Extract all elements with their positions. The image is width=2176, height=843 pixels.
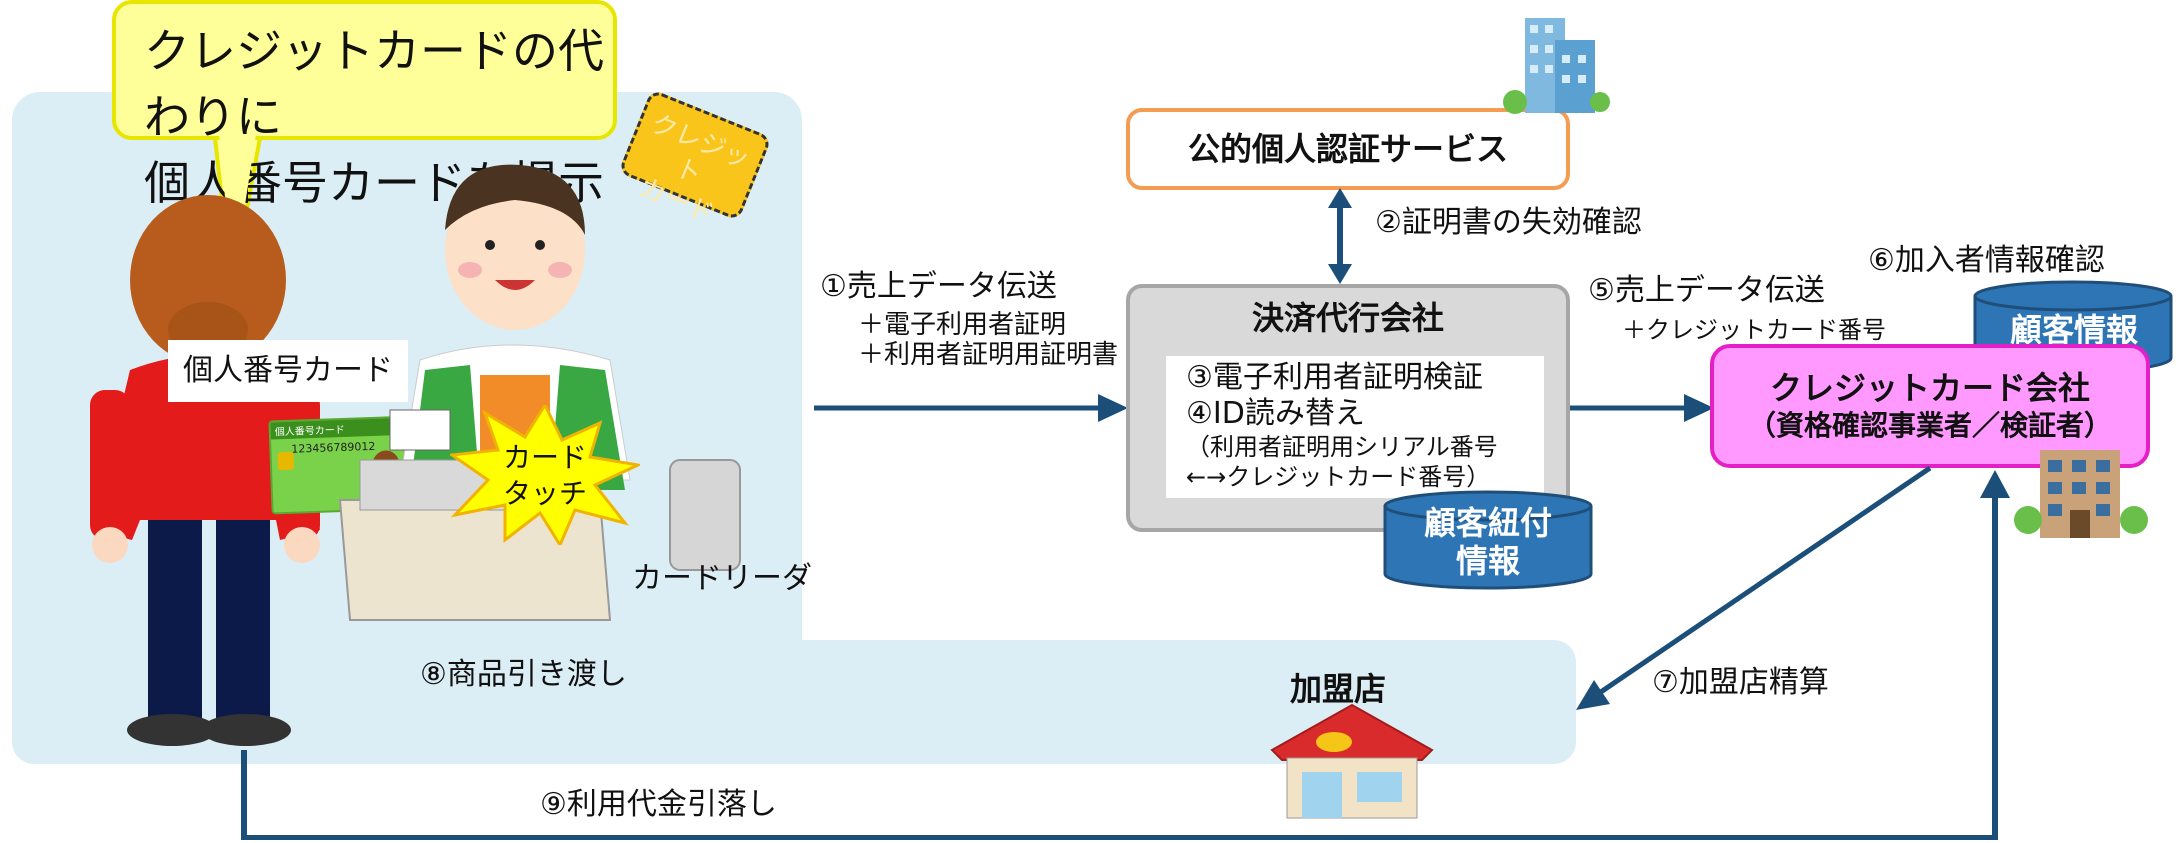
step1-sub2: ＋利用者証明用証明書 (858, 340, 1119, 370)
building-icon-top (1503, 18, 1610, 114)
step1-title: ①売上データ伝送 (820, 269, 1057, 304)
card-chip-icon (277, 451, 295, 471)
credit-company-title: クレジットカード会社 (1769, 369, 2090, 407)
store-clerk-illustration (338, 164, 741, 621)
merchant-store-icon (1270, 703, 1434, 819)
step1-arrow (814, 394, 1128, 422)
step9-label: ⑨利用代金引落し (540, 787, 777, 822)
step1-sub1: ＋電子利用者証明 (858, 310, 1067, 340)
step2-double-arrow (1328, 188, 1352, 284)
step2-label: ②証明書の失効確認 (1375, 205, 1642, 240)
payment-agent-item4: ④ID読み替え (1186, 396, 1365, 431)
mynumber-card-label: 個人番号カード (168, 340, 408, 402)
step6-label: ⑥加入者情報確認 (1868, 243, 2105, 278)
step9-arrow (241, 470, 2010, 840)
credit-company-subtitle: （資格確認事業者／検証者） (1747, 409, 2112, 442)
step5-arrow (1570, 394, 1714, 422)
customer-link-db-label: 顧客紐付 情報 (1423, 504, 1552, 580)
customer-link-db-icon (1383, 490, 1593, 590)
step7-arrow (1576, 465, 1932, 710)
card-reader-label: カードリーダ (632, 561, 812, 596)
speech-bubble: クレジットカードの代わりに 個人番号カードを提示 (112, 0, 617, 210)
payment-agent-note1: （利用者証明用シリアル番号 (1186, 433, 1498, 461)
building-icon-right (2014, 450, 2148, 538)
speech-line-1: クレジットカードの代わりに (144, 24, 604, 144)
card-touch-burst (450, 405, 640, 545)
payment-agent-title: 決済代行会社 (1251, 299, 1444, 337)
step5-sub: ＋クレジットカード番号 (1622, 316, 1886, 344)
customer-db-label: 顧客情報 (2009, 311, 2138, 349)
step5-title: ⑤売上データ伝送 (1588, 273, 1825, 308)
step7-label: ⑦加盟店精算 (1652, 665, 1829, 700)
step8-label: ⑧商品引き渡し (420, 657, 627, 692)
payment-agent-item3: ③電子利用者証明検証 (1186, 360, 1483, 395)
merchant-label: 加盟店 (1290, 670, 1387, 708)
card-touch-label: カード タッチ (502, 441, 587, 510)
payment-agent-note2: ←→クレジットカード番号） (1186, 463, 1491, 491)
credit-company-box: クレジットカード会社 （資格確認事業者／検証者） (1710, 344, 2150, 468)
public-auth-service-title: 公的個人認証サービス (1187, 130, 1508, 168)
payment-agent-inner: ③電子利用者証明検証 ④ID読み替え （利用者証明用シリアル番号 ←→クレジット… (1166, 356, 1544, 498)
public-auth-service-box: 公的個人認証サービス (1126, 108, 1570, 190)
